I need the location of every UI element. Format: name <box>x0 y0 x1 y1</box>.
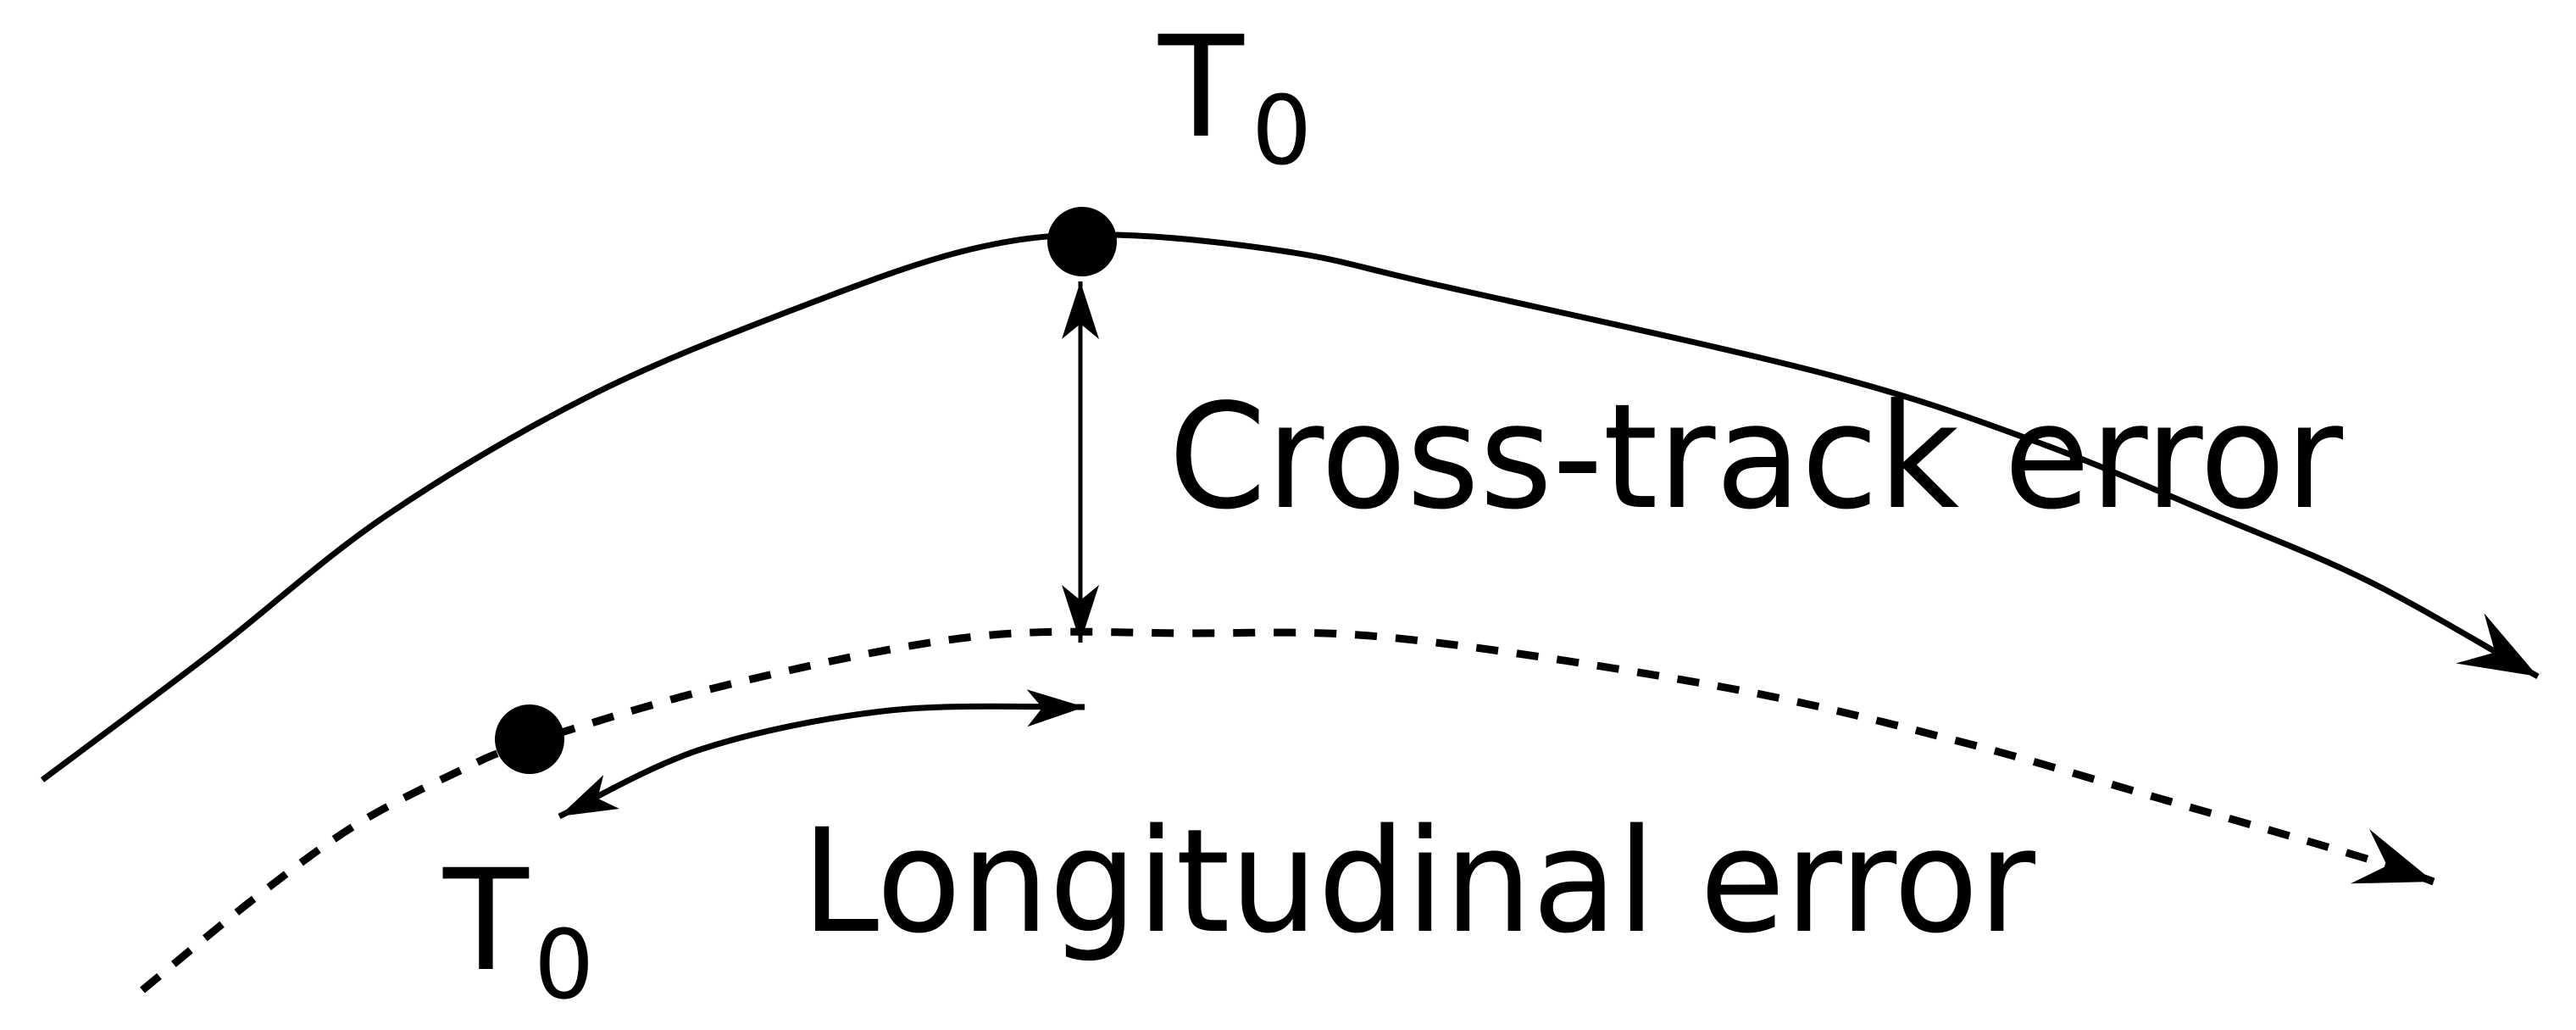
solid-trajectory-curve <box>40 231 2540 782</box>
t0-bottom-subscript: 0 <box>534 910 594 1021</box>
longitudinal-error-label: Longitudinal error <box>802 798 2035 965</box>
waypoint-dot-bottom <box>495 704 564 774</box>
waypoint-dot-top <box>1047 207 1117 276</box>
t0-bottom-main-glyph: T <box>442 839 530 1002</box>
longitudinal-error-arrow <box>558 689 1085 820</box>
t0-label-top: T0 <box>1158 6 1312 187</box>
dashed-trajectory-curve <box>140 627 2435 994</box>
t0-label-bottom: T0 <box>442 839 594 1021</box>
t0-top-subscript: 0 <box>1252 76 1312 187</box>
cross-track-error-label: Cross-track error <box>1169 373 2344 542</box>
t0-top-main-glyph: T <box>1158 6 1245 169</box>
